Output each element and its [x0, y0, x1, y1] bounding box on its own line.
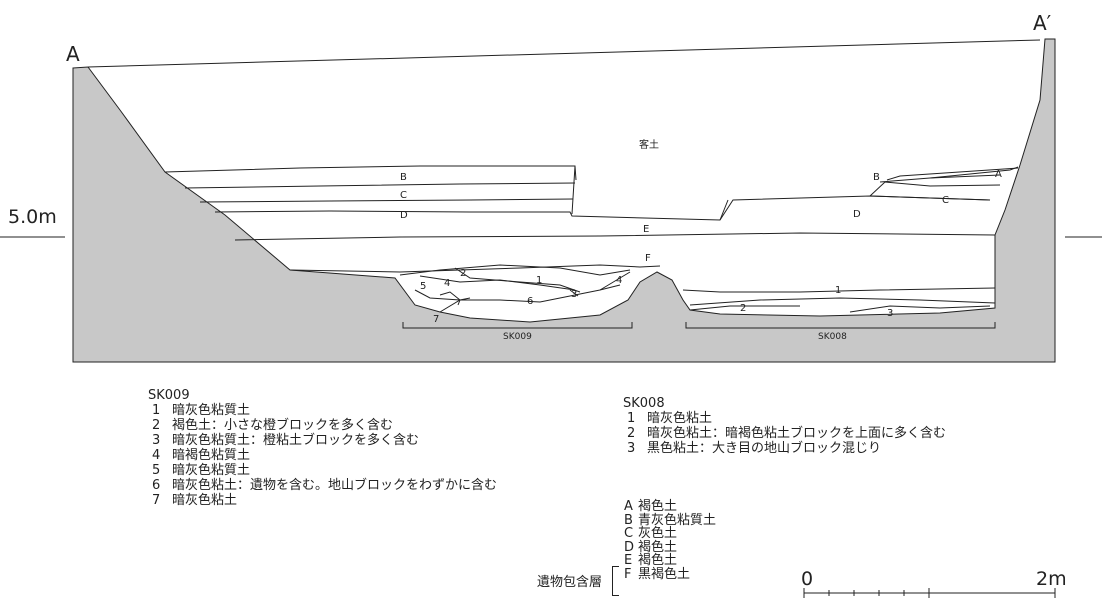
- item-text: 暗灰色粘土: [647, 411, 713, 426]
- layer-item: A 褐色土: [620, 500, 716, 514]
- item-num: 3: [627, 441, 636, 456]
- layer-label-f: F: [645, 253, 651, 264]
- layer-label-d-left: D: [400, 210, 408, 221]
- layer-text: 褐色土: [638, 553, 678, 568]
- sk009-num-6: 6: [527, 296, 533, 307]
- ground-surface-line: [87, 39, 1041, 68]
- fill-soil-label: 客土: [639, 138, 659, 151]
- layer-text: 褐色土: [638, 539, 678, 555]
- sk008-num-2: 2: [740, 303, 746, 314]
- elevation-label: 5.0m: [8, 206, 57, 228]
- sk009-extent: [402, 322, 633, 329]
- legend-sk009-item: 3 暗灰色粘質土：橙粘土ブロックを多く含む: [148, 433, 497, 448]
- item-text: 暗灰色粘質土：橙粘土ブロックを多く含む: [172, 433, 420, 448]
- layer-key: A: [624, 499, 633, 514]
- legend-sk008-title: SK008: [623, 396, 665, 411]
- item-text: 暗灰色粘土: [172, 493, 238, 508]
- sk009-num-7: 7: [433, 314, 439, 325]
- layer-item: F 黒褐色土: [620, 566, 716, 582]
- legend-sk009-item: 2 褐色土：小さな橙ブロックを多く含む: [148, 418, 497, 433]
- layer-label-e: E: [643, 224, 649, 235]
- sk008-num-1: 1: [835, 285, 841, 296]
- layer-text: 青灰色粘質土: [638, 512, 717, 528]
- inclusion-layer-bracket: [612, 566, 619, 596]
- inclusion-layer-label: 遺物包含層: [537, 575, 603, 590]
- item-text: 褐色土：小さな橙ブロックを多く含む: [172, 418, 394, 433]
- item-num: 3: [152, 433, 161, 448]
- legend-sk009-item: 7 暗灰色粘土: [148, 493, 497, 508]
- sk009-num-5: 5: [420, 281, 426, 292]
- sk009-num-3: 3: [571, 289, 577, 300]
- layer-label-c-left: C: [400, 190, 407, 201]
- sk008-extent: [685, 322, 996, 329]
- legend-sk008-item: 3 黒色粘土：大き目の地山ブロック混じり: [623, 441, 946, 456]
- scale-bar: [803, 588, 1056, 598]
- item-text: 暗灰色粘土：暗褐色粘土ブロックを上面に多く含む: [647, 426, 947, 441]
- item-num: 6: [152, 478, 161, 493]
- legend-sk008-item: 1 暗灰色粘土: [623, 411, 946, 426]
- item-text: 暗灰色粘質土: [172, 463, 251, 478]
- item-num: 1: [152, 403, 161, 418]
- sk008-pit-label: SK008: [818, 332, 847, 342]
- layer-label-b-left: B: [400, 172, 407, 183]
- item-text: 黒色粘土：大き目の地山ブロック混じり: [647, 441, 882, 456]
- sk009-num-4: 4: [444, 278, 450, 289]
- layer-item: E 褐色土: [620, 554, 716, 568]
- layer-key: E: [624, 553, 633, 568]
- layer-text: 灰色土: [638, 526, 678, 541]
- item-num: 2: [627, 426, 636, 441]
- legend-sk008-item: 2 暗灰色粘土：暗褐色粘土ブロックを上面に多く含む: [623, 426, 946, 441]
- item-num: 7: [152, 493, 161, 508]
- item-num: 1: [627, 411, 636, 426]
- legend-sk009-item: 6 暗灰色粘土：遺物を含む。地山ブロックをわずかに含む: [148, 478, 497, 493]
- layer-label-a-right: A: [995, 169, 1002, 180]
- layer-item: B 青灰色粘質土: [620, 512, 717, 528]
- point-label-left: A: [66, 42, 80, 66]
- layer-item: C 灰色土: [620, 527, 716, 541]
- scale-start-label: 0: [801, 568, 813, 590]
- layer-label-d-right: D: [853, 209, 861, 220]
- layer-label-c-right: C: [942, 195, 949, 206]
- point-label-right: A′: [1033, 11, 1052, 35]
- sk009-num-4b: 4: [616, 275, 622, 286]
- layer-lines: [164, 165, 1019, 313]
- layer-key: B: [624, 512, 633, 528]
- layer-text: 黒褐色土: [638, 566, 691, 582]
- legend-sk009-item: 1 暗灰色粘質土: [148, 403, 497, 418]
- item-num: 4: [152, 448, 161, 463]
- layer-key: C: [624, 526, 634, 541]
- layer-text: 褐色土: [638, 499, 678, 514]
- legend-sk009: SK009 1 暗灰色粘質土 2 褐色土：小さな橙ブロックを多く含む 3 暗灰色粘質土…: [148, 388, 497, 508]
- item-text: 暗灰色粘土：遺物を含む。地山ブロックをわずかに含む: [172, 478, 498, 493]
- item-text: 暗灰色粘質土: [172, 403, 251, 418]
- item-num: 5: [152, 463, 161, 478]
- bedrock-mass: [72, 38, 1056, 363]
- sk009-num-1: 1: [536, 275, 542, 286]
- layer-key: D: [624, 539, 635, 555]
- sk009-num-2: 2: [460, 268, 466, 279]
- item-num: 2: [152, 418, 161, 433]
- scale-end-label: 2m: [1036, 568, 1067, 590]
- legend-sk009-item: 4 暗褐色粘質土: [148, 448, 497, 463]
- legend-sk009-title: SK009: [148, 388, 190, 403]
- item-text: 暗褐色粘質土: [172, 448, 251, 463]
- sk008-num-3: 3: [887, 308, 893, 319]
- layer-key: F: [624, 566, 632, 582]
- legend-sk009-item: 5 暗灰色粘質土: [148, 463, 497, 478]
- sk009-pit-label: SK009: [503, 332, 532, 342]
- layer-label-b-right: B: [873, 172, 880, 183]
